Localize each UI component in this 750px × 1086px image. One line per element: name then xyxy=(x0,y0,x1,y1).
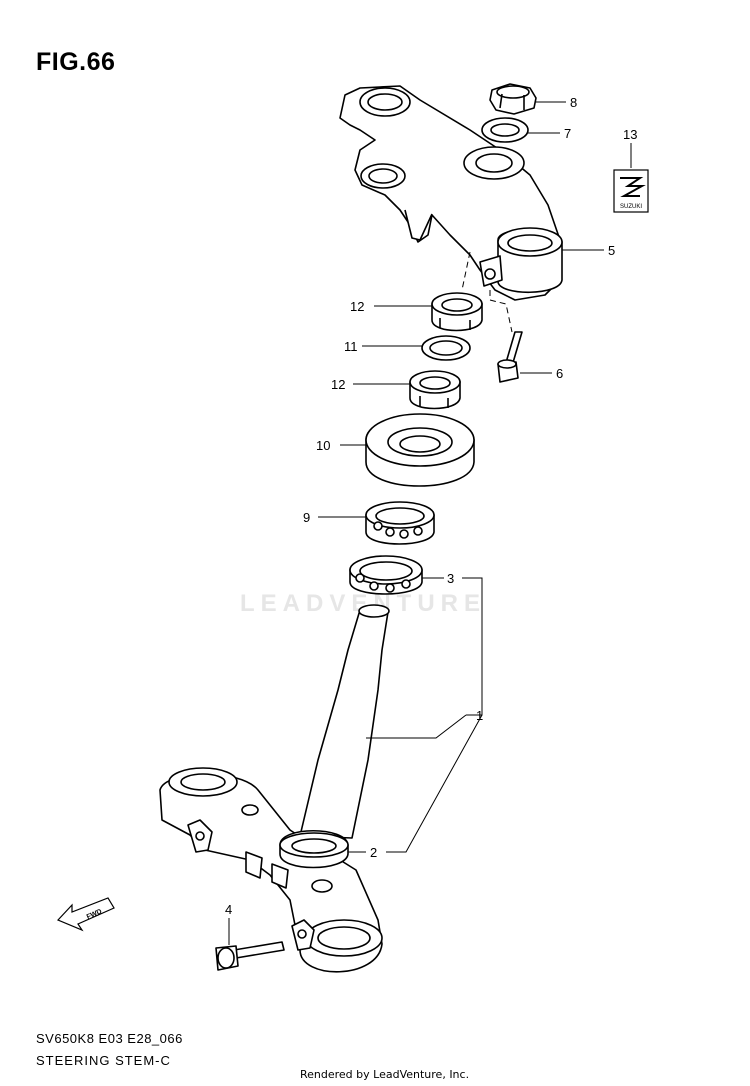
callout-12-lower: 12 xyxy=(331,377,345,392)
steering-stem xyxy=(159,604,390,973)
figure-caption: STEERING STEM-C xyxy=(36,1053,171,1068)
stem-seal xyxy=(279,830,349,869)
lock-washer xyxy=(421,335,471,361)
lock-nut-upper xyxy=(431,292,483,332)
stem-head-nut xyxy=(489,83,537,115)
callout-12-upper: 12 xyxy=(350,299,364,314)
callout-6: 6 xyxy=(556,366,563,381)
callout-9: 9 xyxy=(303,510,310,525)
callout-13: 13 xyxy=(623,127,637,142)
brand-emblem-text: SUZUKI xyxy=(620,204,642,210)
callout-2: 2 xyxy=(370,845,377,860)
upper-bracket xyxy=(339,85,563,301)
model-code: SV650K8 E03 E28_066 xyxy=(36,1031,183,1046)
callout-7: 7 xyxy=(564,126,571,141)
leader-lines xyxy=(228,101,632,945)
lower-clamp-bolt xyxy=(215,941,285,971)
callout-1: 1 xyxy=(476,708,483,723)
upper-bearing xyxy=(365,501,435,545)
callout-5: 5 xyxy=(608,243,615,258)
callout-11: 11 xyxy=(344,339,358,354)
fwd-arrow-icon: FWD xyxy=(56,897,115,932)
callout-10: 10 xyxy=(316,438,330,453)
lower-bearing xyxy=(349,555,423,595)
brand-emblem: SUZUKI xyxy=(613,169,649,213)
callout-4: 4 xyxy=(225,902,232,917)
washer-upper xyxy=(481,117,529,143)
lock-nut-lower xyxy=(409,370,461,410)
dust-seal xyxy=(365,413,475,487)
callout-labels: 8 7 13 5 12 11 6 12 10 9 3 1 2 4 xyxy=(225,95,637,917)
figure-title: FIG.66 xyxy=(36,48,116,76)
callout-3: 3 xyxy=(447,571,454,586)
callout-8: 8 xyxy=(570,95,577,110)
render-credit: Rendered by LeadVenture, Inc. xyxy=(300,1068,470,1081)
clamp-bolt xyxy=(497,331,523,383)
